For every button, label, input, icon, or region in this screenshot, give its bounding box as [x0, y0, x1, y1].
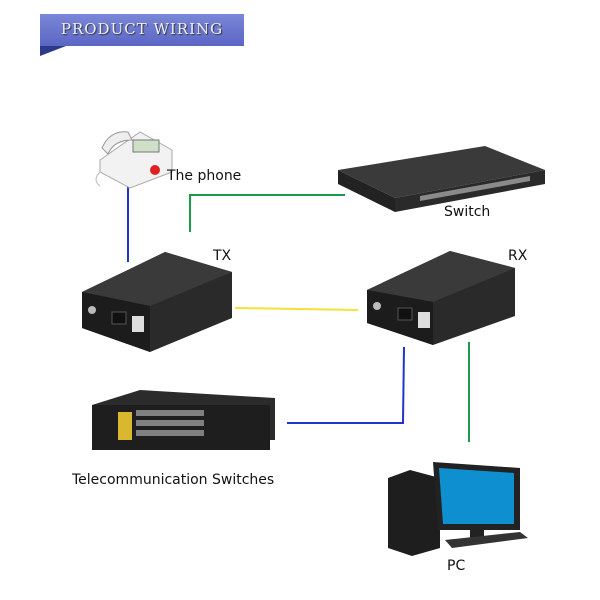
switch-tx-wire [189, 194, 345, 232]
phone-device [95, 131, 173, 189]
pc-device [388, 462, 528, 556]
label-rx: RX [508, 248, 528, 264]
label-tx: TX [213, 248, 232, 264]
banner-title: PRODUCT WIRING [60, 20, 224, 38]
title-banner: PRODUCT WIRING [40, 14, 244, 46]
rx-receiver-device [367, 251, 515, 345]
label-pc: PC [447, 558, 466, 574]
label-telecom-switches: Telecommunication Switches [72, 472, 275, 488]
network-switch-device [338, 146, 545, 212]
telecom-switch-device [92, 390, 275, 450]
label-phone: The phone [167, 168, 242, 184]
tx-transmitter-device [82, 252, 232, 352]
rx-telecom-wire [287, 346, 405, 424]
fiber-wire [234, 307, 359, 311]
label-switch: Switch [444, 204, 491, 220]
